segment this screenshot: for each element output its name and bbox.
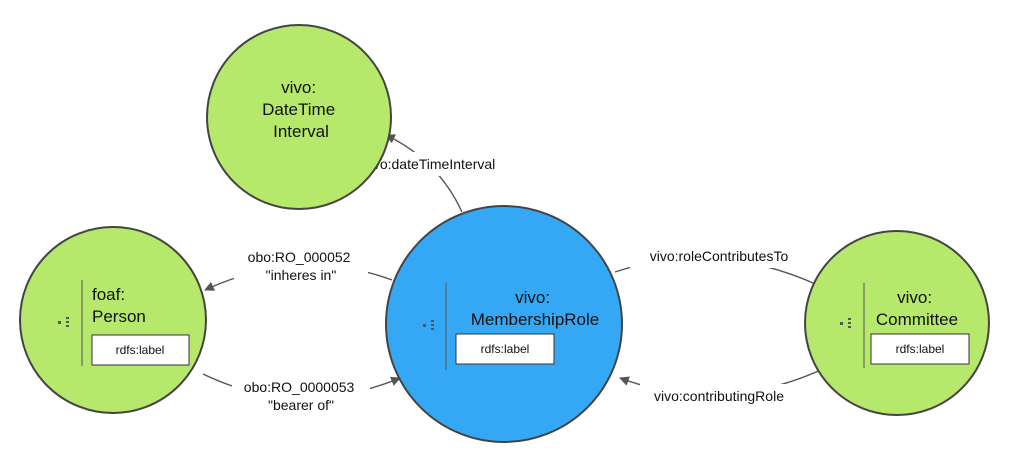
dotted-list-icon-dot [848,322,851,324]
edge-bearer-of[interactable]: obo:RO_0000053 "bearer of" [202,373,401,416]
edge-contributing-role-label-bg [640,384,798,408]
edge-contributing-role-label: vivo:contributingRole [654,388,784,404]
node-committee-property-box[interactable] [870,333,970,365]
node-person-circle [19,226,207,414]
node-person[interactable]: foaf: Person rdfs:label [19,226,207,414]
node-committee-title: vivo: Committee [876,288,958,329]
edge-bearer-of-label-bg [232,374,370,416]
edge-role-contributes-to[interactable]: vivo:roleContributesTo [614,244,823,288]
edge-inheres-in-label: obo:RO_000052 "inheres in" [248,249,355,283]
node-datetime-interval[interactable]: vivo: DateTime Interval [206,24,392,210]
node-person-property-label: rdfs:label [116,343,165,357]
dotted-list-icon-dot [58,321,61,324]
node-committee-circle [804,230,990,416]
dotted-list-icon-dot [431,324,434,326]
dotted-list-icon-dot [66,317,69,319]
dotted-list-icon[interactable] [423,320,434,330]
edge-role-contributes-to-label: vivo:roleContributesTo [650,248,789,264]
dotted-list-icon-dot [66,325,69,327]
node-committee-property-label: rdfs:label [896,342,945,356]
node-membership-role[interactable]: vivo: MembershipRole rdfs:label [385,205,623,443]
edge-role-contributes-to-label-bg [630,244,808,268]
dotted-list-icon-dot [848,326,851,328]
node-membership-role-circle [385,205,623,443]
node-membership-role-property-box[interactable] [455,333,555,365]
dotted-list-icon-dot [848,318,851,320]
edge-inheres-in[interactable]: obo:RO_000052 "inheres in" [204,245,393,291]
dotted-list-icon[interactable] [840,318,851,328]
node-membership-role-title: vivo: MembershipRole [471,288,600,329]
node-person-property-box[interactable] [91,334,190,366]
node-person-title: foaf: Person [92,285,146,326]
node-datetime-interval-title: vivo: DateTime Interval [262,78,340,141]
edge-datetime-interval-label: vivo:dateTimeInterval [363,156,496,172]
edge-inheres-in-label-bg [234,245,368,287]
dotted-list-icon-dot [840,322,843,325]
node-membership-role-property-label: rdfs:label [481,342,530,356]
edge-bearer-of-label: obo:RO_0000053 "bearer of" [244,379,358,413]
dotted-list-icon-dot [431,328,434,330]
node-datetime-interval-circle [206,24,392,210]
dotted-list-icon-dot [431,320,434,322]
dotted-list-icon[interactable] [58,317,69,327]
dotted-list-icon-dot [423,324,426,327]
dotted-list-icon-dot [66,321,69,323]
edge-contributing-role[interactable]: vivo:contributingRole [619,367,826,408]
node-committee[interactable]: vivo: Committee rdfs:label [804,230,990,416]
